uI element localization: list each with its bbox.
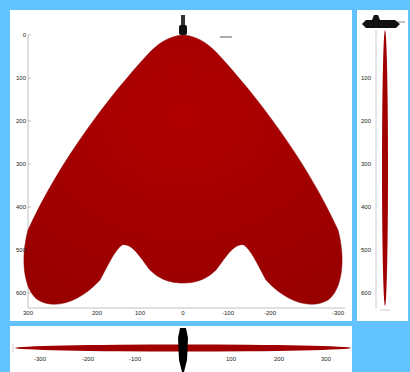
- axis-tick-label: 100: [16, 75, 26, 81]
- axis-tick-label: 0: [23, 32, 26, 38]
- ship-icon: [179, 15, 232, 37]
- axis-tick-label: -200: [264, 310, 276, 316]
- axis-tick-label: 200: [92, 310, 102, 316]
- plan-view-panel: [10, 10, 352, 321]
- coverage-region: [24, 35, 342, 304]
- front-view-panel: [10, 326, 352, 372]
- axis-tick-label: 400: [361, 204, 371, 210]
- axis-tick-label: 100: [361, 75, 371, 81]
- axis-tick-label: 200: [361, 118, 371, 124]
- axis-tick-label: 100: [135, 310, 145, 316]
- axis-tick-label: 100: [226, 356, 236, 362]
- axis-tick-label: 300: [23, 310, 33, 316]
- axis-tick-label: 0: [181, 310, 184, 316]
- axis-tick-label: 500: [361, 247, 371, 253]
- axis-tick-label: 600: [16, 290, 26, 296]
- axis-tick-label: -300: [34, 356, 46, 362]
- axis-tick-label: -100: [222, 310, 234, 316]
- axis-tick-label: 200: [16, 118, 26, 124]
- axis-tick-label: 200: [274, 356, 284, 362]
- side-view-panel: [357, 10, 408, 321]
- axis-tick-label: -100: [129, 356, 141, 362]
- axis-tick-label: 300: [321, 356, 331, 362]
- axis-tick-label: -200: [82, 356, 94, 362]
- axis-tick-label: 500: [16, 247, 26, 253]
- coverage-shading: [160, 60, 206, 95]
- axis-tick-label: -300: [332, 310, 344, 316]
- axis-tick-label: 600: [361, 290, 371, 296]
- axis-tick-label: 400: [16, 204, 26, 210]
- axis-tick-label: 300: [361, 161, 371, 167]
- axis-tick-label: 300: [16, 161, 26, 167]
- front-view: [13, 328, 351, 372]
